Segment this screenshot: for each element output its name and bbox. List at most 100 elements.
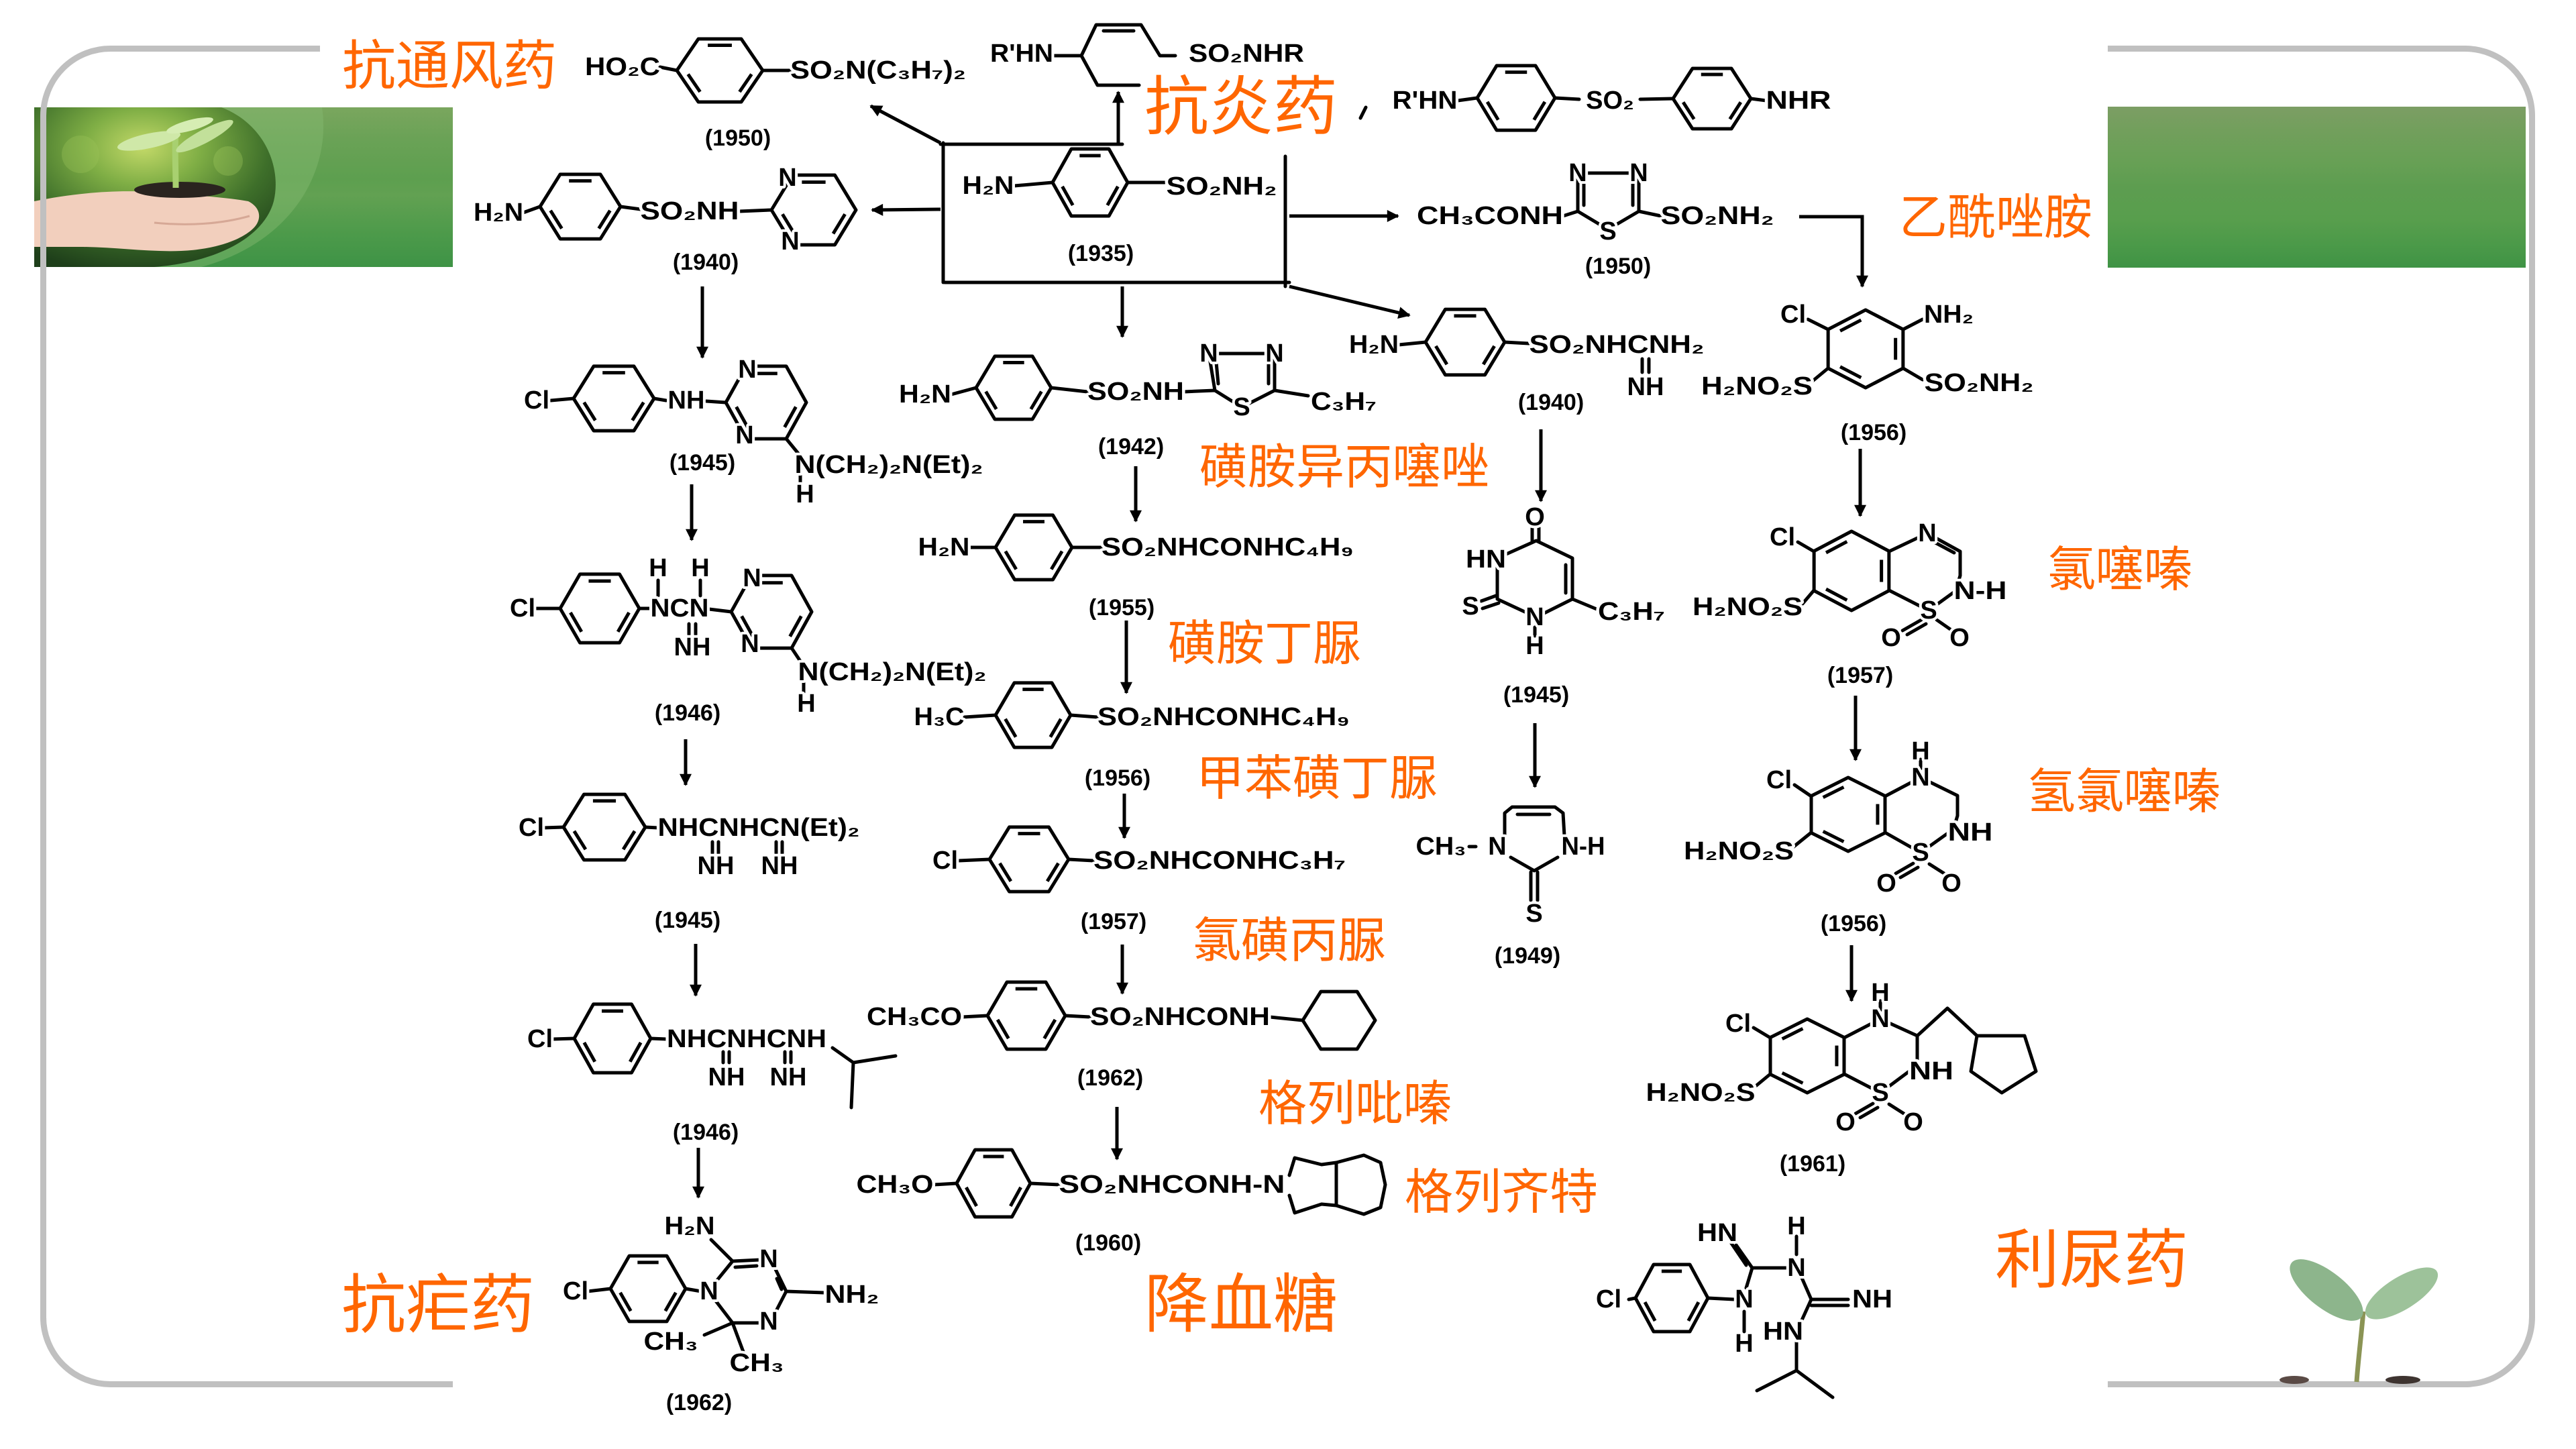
leaf-icon (2290, 1259, 2363, 1321)
soil-icon (2385, 1376, 2420, 1384)
atom-label: H (796, 480, 814, 508)
group-label: NH (698, 852, 735, 880)
year-label: (1960) (1075, 1230, 1141, 1256)
group-label: H₂N (474, 199, 523, 227)
label-background (320, 20, 454, 104)
group-label: H₂N (963, 172, 1014, 200)
bonds (960, 1014, 1305, 1022)
bonds (1752, 999, 2038, 1120)
atom-label: N (1629, 159, 1648, 187)
atom-label: S (1872, 1079, 1888, 1107)
soil-icon (134, 182, 225, 198)
structure-anti-inflammatory-1: R'HN SO₂NHR (987, 23, 1307, 87)
bokeh-spot (213, 146, 243, 176)
label-carbutamide: 磺胺丁脲 (1168, 617, 1361, 671)
group-label: SO₂NHCONHC₄H₉ (1097, 703, 1350, 731)
label-glipizide: 格列吡嗪 (1258, 1077, 1452, 1131)
atom-label: Cl (519, 814, 544, 842)
group-label: H₂NO₂S (1646, 1079, 1756, 1107)
seedling-stem (2354, 1311, 2366, 1383)
structure-1956-hydrochlorothiazide: H N Cl NH S O O H₂NO₂S (1956) (1681, 735, 1996, 938)
group-label: NH₂ (825, 1281, 879, 1309)
group-label: HN (1697, 1219, 1737, 1247)
group-label: NH₂ (1924, 301, 1974, 329)
group-label: SO₂NH₂ (1167, 172, 1277, 201)
atom-label: S (1920, 596, 1937, 625)
year-label: (1945) (655, 908, 720, 933)
atom-label: N (759, 1307, 777, 1336)
soil-icon (2279, 1376, 2309, 1384)
group-label: NH (668, 386, 705, 415)
atom-label: O (1941, 869, 1962, 898)
group-label: HN (1763, 1318, 1803, 1346)
arrow-to-antigout (869, 104, 942, 145)
group-label: HN (1466, 545, 1506, 574)
structure-sulfadiazine-1940: H₂N SO₂NH N N (1940) (471, 161, 856, 277)
structure-1957-chlorothiazide: Cl N N-H S O O H₂NO₂S (1957) (1690, 517, 2010, 690)
bonds (1627, 1234, 1850, 1399)
bonds (932, 1153, 1387, 1216)
structure-1957-chlorpropamide: Cl SO₂NHCONHC₃H₇ (1957) (930, 827, 1348, 936)
label-anti-inflammatory: 抗炎药 (1144, 72, 1338, 144)
bonds (1792, 757, 1960, 879)
group-label: H₃C (914, 703, 965, 731)
year-label: (1950) (705, 125, 771, 151)
structure-1945-chlorophenyl-pyrimidine: Cl NH N N N(CH₂)₂N(Et)₂ H (1945) (521, 353, 986, 511)
atom-label: Cl (1596, 1285, 1621, 1313)
atom-label: Cl (1766, 766, 1792, 794)
year-label: (1946) (673, 1120, 739, 1145)
group-label: H₂N (918, 533, 970, 561)
atom-label: N (743, 564, 761, 592)
atom-label: O (1835, 1108, 1856, 1136)
year-label: (1962) (1077, 1065, 1143, 1091)
group-label: CH₃CO (867, 1003, 962, 1031)
structure-1962-cycloguanil: Cl H₂N N N N NH₂ CH₃ CH₃ (1962) (560, 1210, 882, 1417)
bonds (963, 713, 1099, 719)
group-label: SO₂NHR (1189, 40, 1304, 68)
atom-label: Cl (524, 386, 549, 415)
leaf-icon (176, 119, 233, 153)
bonds (1012, 180, 1167, 188)
label-hydrochlorothiazide: 氢氯噻嗪 (2027, 765, 2220, 819)
atom-label: N (1911, 763, 1929, 792)
bonds (521, 205, 773, 215)
group-label: H₂NO₂S (1701, 372, 1813, 400)
atom-label: S (1233, 393, 1250, 421)
group-label: NHCNHCN(Et)₂ (658, 814, 860, 842)
atom-label: O (1949, 624, 1970, 652)
box-frame (938, 141, 1124, 284)
atom-label: N (1199, 339, 1218, 368)
bokeh-spot (62, 136, 99, 173)
year-label: (1956) (1821, 911, 1886, 936)
year-label: (1942) (1098, 434, 1164, 460)
label-sulfaisopropylthiazole: 磺胺异丙噻唑 (1199, 441, 1489, 494)
atom-label: Cl (1725, 1010, 1751, 1038)
group-label: NHR (1766, 87, 1831, 115)
reaction-arrows (680, 91, 1868, 1199)
bonds (957, 857, 1095, 863)
group-label: R'HN (990, 40, 1053, 68)
atom-label: N (781, 227, 799, 256)
group-label: SO₂NH₂ (1925, 369, 2034, 397)
group-label: SO₂NHCONH (1090, 1003, 1270, 1031)
group-label: H₂NO₂S (1693, 593, 1803, 621)
finger-line (154, 215, 250, 225)
leaf-icon (117, 131, 181, 151)
group-label: NCN (651, 594, 709, 623)
diagram-panel (453, 0, 2108, 1449)
year-label: (1935) (1068, 241, 1134, 266)
bonds (1456, 96, 1768, 103)
group-label: CH₃ (730, 1349, 784, 1377)
atom-label: O (1903, 1108, 1923, 1136)
year-label: (1945) (1503, 682, 1569, 708)
group-label: SO₂ (1586, 87, 1634, 115)
atom-label: N (759, 1245, 777, 1273)
year-label: (1956) (1841, 420, 1907, 445)
group-label: SO₂NHCONHC₄H₉ (1102, 533, 1354, 561)
atom-label: N (778, 164, 796, 192)
group-label: CH₃CONH (1417, 202, 1563, 230)
atom-label: Cl (1770, 523, 1795, 551)
year-label: (1950) (1585, 254, 1651, 279)
atom-label: H (1735, 1330, 1753, 1358)
